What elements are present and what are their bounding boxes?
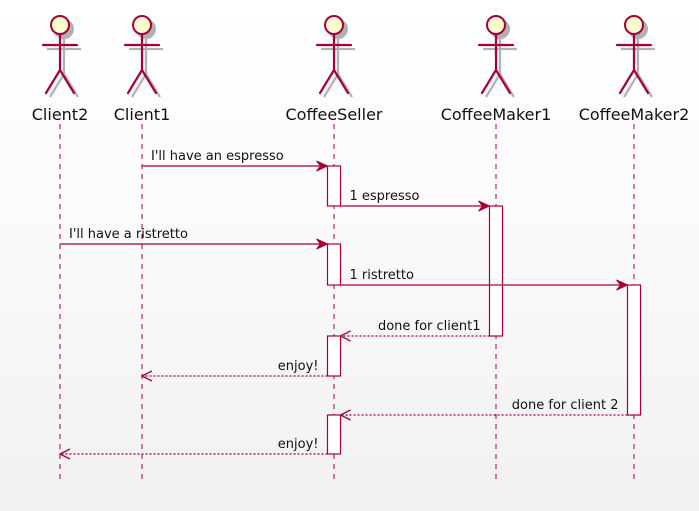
activation-bar-coffeemaker2: [626, 284, 642, 416]
message-1: I'll have an espresso: [142, 149, 329, 172]
message-label: I'll have a ristretto: [69, 227, 188, 242]
actor-label: Client2: [32, 105, 89, 124]
lifelines: [59, 124, 635, 482]
actor-label: Client1: [114, 105, 171, 124]
message-6: enjoy!: [140, 359, 328, 382]
activation-bar-coffeemaker1: [488, 205, 504, 337]
actor-body: [615, 32, 653, 95]
actor-body: [477, 32, 515, 95]
activation-bars: [326, 165, 642, 455]
arrowhead-filled: [316, 238, 329, 250]
actor-coffeeseller: CoffeeSeller: [286, 15, 383, 124]
message-label: 1 espresso: [350, 189, 420, 204]
actor-body: [41, 32, 79, 95]
arrowhead-open: [339, 409, 351, 421]
arrowhead-filled: [478, 200, 491, 212]
arrowhead-open: [339, 330, 351, 342]
activation-bar-coffeeseller: [326, 335, 342, 377]
message-8: enjoy!: [58, 437, 328, 460]
actor-label: CoffeeMaker2: [579, 105, 690, 124]
arrowhead-open: [58, 448, 71, 460]
actor-label: CoffeeSeller: [286, 105, 383, 124]
activation-bar-coffeeseller: [326, 243, 342, 286]
message-label: I'll have an espresso: [151, 149, 284, 164]
message-7: done for client 2: [339, 398, 628, 421]
actor-head: [324, 15, 344, 35]
arrowhead-open: [140, 370, 153, 382]
message-label: 1 ristretto: [350, 268, 414, 283]
actor-head: [132, 15, 152, 35]
message-5: done for client1: [339, 319, 490, 342]
actor-head: [486, 15, 506, 35]
message-3: I'll have a ristretto: [60, 227, 329, 250]
message-4: 1 ristretto: [340, 268, 629, 291]
actor-coffeemaker1: CoffeeMaker1: [441, 15, 552, 124]
message-label: done for client1: [378, 319, 481, 334]
actors: Client2 Client1 CoffeeSeller CoffeeMaker1 Co…: [32, 15, 690, 124]
actor-head: [624, 15, 644, 35]
activation-bar-coffeeseller: [326, 414, 342, 455]
actor-label: CoffeeMaker1: [441, 105, 552, 124]
message-label: enjoy!: [278, 437, 319, 452]
actor-body: [315, 32, 353, 95]
actor-head: [50, 15, 70, 35]
message-2: 1 espresso: [340, 189, 491, 212]
actor-client2: Client2: [32, 15, 89, 124]
message-label: done for client 2: [512, 398, 619, 413]
arrowhead-filled: [616, 279, 629, 291]
message-label: enjoy!: [278, 359, 319, 374]
actor-client1: Client1: [114, 15, 171, 124]
actor-body: [123, 32, 161, 95]
activation-bar-coffeeseller: [326, 165, 342, 207]
actor-coffeemaker2: CoffeeMaker2: [579, 15, 690, 124]
arrowhead-filled: [316, 160, 329, 172]
